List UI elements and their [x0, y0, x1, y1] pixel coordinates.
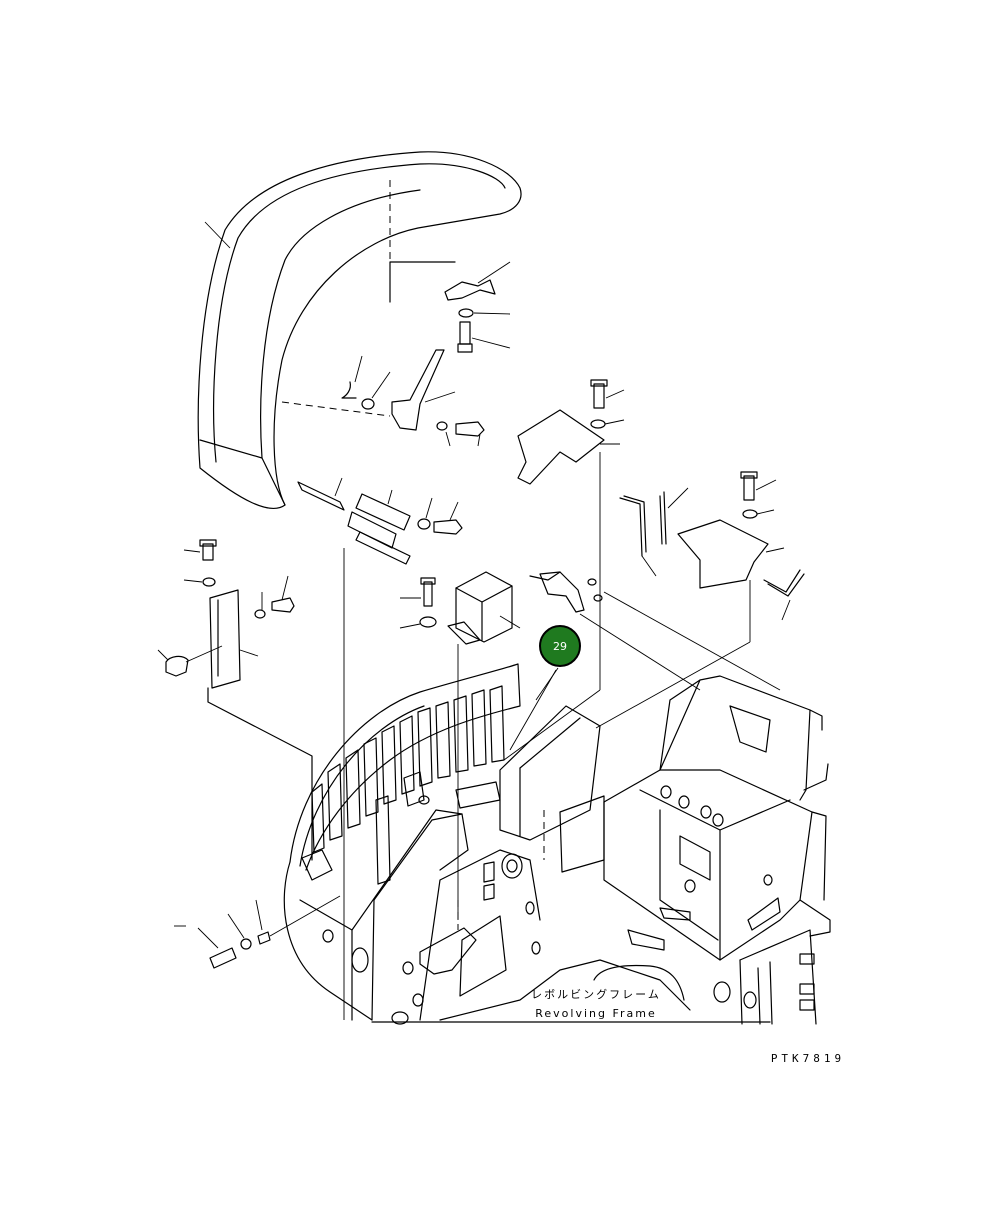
cover-plate — [517, 379, 625, 690]
frame-label-english: Revolving Frame — [535, 1007, 657, 1020]
rods-and-bracket — [619, 471, 805, 642]
callout-29[interactable]: 29 — [535, 625, 581, 701]
side-bracket-left — [157, 539, 313, 861]
drawing-code: PTK7819 — [771, 1052, 845, 1065]
revolving-frame — [174, 591, 831, 1025]
engine-hood — [197, 151, 522, 509]
hood-latch — [444, 261, 511, 353]
duct-bracket — [529, 571, 603, 613]
center-bracket — [399, 571, 521, 920]
hood-hinge — [297, 477, 463, 1020]
frame-label-japanese: レボルビングフレーム — [531, 987, 661, 1001]
callout-29-number: 29 — [553, 640, 567, 653]
callout-29-circle[interactable] — [539, 625, 581, 667]
hood-stay-arm — [281, 349, 485, 447]
